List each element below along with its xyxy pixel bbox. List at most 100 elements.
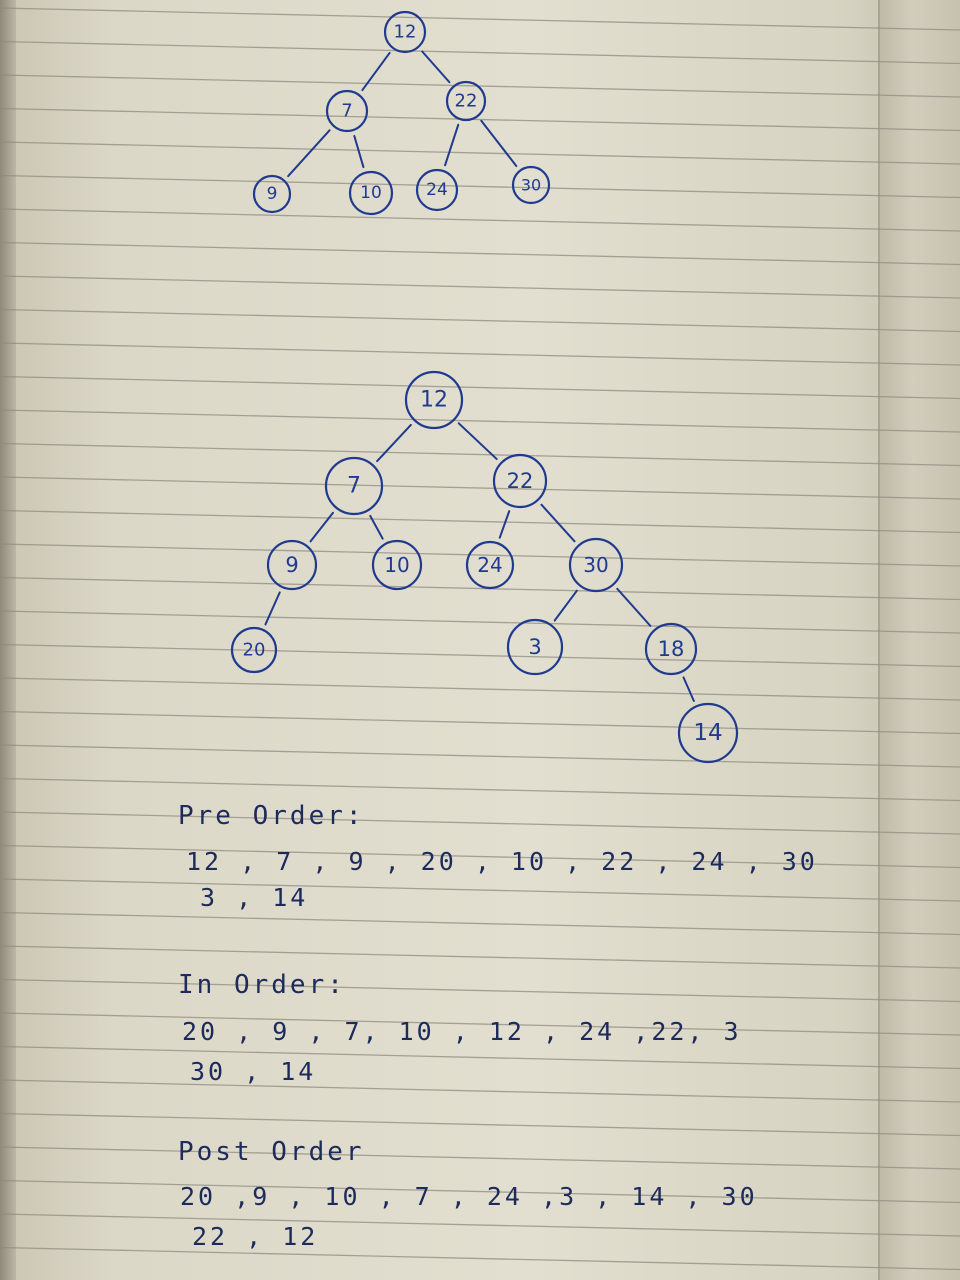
tree-node: 22	[445, 80, 487, 122]
ruled-line	[0, 442, 960, 467]
ruled-line	[0, 174, 960, 199]
svg-text:22: 22	[455, 91, 478, 112]
svg-text:7: 7	[347, 474, 361, 499]
tree-edge	[421, 50, 451, 84]
tree-edge	[444, 123, 460, 167]
tree-node: 7	[324, 456, 384, 516]
svg-text:12: 12	[420, 388, 448, 413]
ruled-line	[0, 308, 960, 333]
ruled-line	[0, 811, 960, 835]
tree-node: 12	[383, 10, 427, 54]
tree-edge	[616, 587, 652, 627]
post-order-line-1: 20 ,9 , 10 , 7 , 24 ,3 , 14 , 30	[180, 1182, 758, 1211]
tree-edge	[457, 422, 498, 461]
tree-edge	[498, 510, 511, 539]
svg-text:9: 9	[267, 184, 278, 204]
tree-edge	[553, 589, 578, 622]
ruled-line	[0, 1079, 960, 1103]
tree-node: 20	[230, 626, 278, 674]
ruled-line	[0, 878, 960, 902]
ruled-line	[0, 543, 960, 567]
pre-order-title: Pre Order:	[178, 801, 365, 831]
tree-edge	[309, 511, 335, 543]
large-binary-tree: 12 7 22 9 10 24 30 20 3 18 14	[230, 370, 739, 764]
tree-node: 24	[465, 540, 515, 590]
ruled-line	[0, 744, 960, 768]
ruled-line	[0, 7, 960, 31]
tree-node: 3	[506, 618, 564, 676]
svg-text:7: 7	[341, 101, 352, 122]
ruled-line	[0, 1246, 960, 1271]
pre-order-line-1: 12 , 7 , 9 , 20 , 10 , 22 , 24 , 30	[186, 847, 818, 876]
in-order-title: In Order:	[178, 970, 346, 1000]
tree-node: 30	[511, 165, 551, 205]
ruled-line	[0, 208, 960, 232]
post-order-title: Post Order	[178, 1137, 365, 1167]
tree-edge	[287, 129, 331, 178]
ruled-line	[0, 1146, 960, 1170]
ruled-line	[0, 643, 960, 668]
tree-edge	[480, 119, 518, 168]
tree-edge	[353, 134, 365, 169]
ruled-line	[0, 677, 960, 701]
ruled-line	[0, 945, 960, 969]
svg-text:30: 30	[583, 553, 608, 577]
ruled-line	[0, 777, 960, 802]
tree-edge	[369, 514, 384, 540]
tree-node: 7	[325, 89, 369, 133]
svg-text:24: 24	[426, 180, 448, 200]
ruled-line	[0, 107, 960, 132]
svg-text:24: 24	[477, 553, 502, 577]
ruled-line	[0, 844, 960, 869]
tree-edge	[264, 591, 281, 626]
in-order-line-2: 30 , 14	[190, 1057, 316, 1086]
tree-node: 24	[415, 168, 459, 212]
ruled-line	[0, 610, 960, 634]
svg-text:12: 12	[394, 22, 417, 43]
ruled-line	[0, 1045, 960, 1070]
tree-edge	[376, 423, 412, 463]
ruled-line	[0, 710, 960, 735]
small-binary-tree: 12 7 22 9 10 24 30	[252, 10, 551, 216]
ruled-line	[0, 911, 960, 936]
tree-node: 22	[492, 453, 548, 509]
tree-node: 10	[348, 170, 394, 216]
ruled-line	[0, 576, 960, 601]
tree-node: 9	[266, 539, 318, 591]
tree-edge	[682, 676, 695, 702]
ruled-line	[0, 74, 960, 98]
ruled-line	[0, 40, 960, 65]
tree-edge	[361, 51, 391, 92]
ruled-line	[0, 509, 960, 534]
post-order-line-2: 22 , 12	[192, 1222, 318, 1251]
ruled-line	[0, 275, 960, 299]
ruled-line	[0, 1112, 960, 1137]
svg-text:10: 10	[384, 553, 409, 577]
ruled-line	[0, 1179, 960, 1204]
svg-text:10: 10	[360, 183, 382, 203]
tree-node: 12	[404, 370, 464, 430]
svg-text:9: 9	[285, 553, 298, 577]
svg-text:22: 22	[507, 469, 534, 493]
tree-node: 30	[568, 537, 624, 593]
ruled-lines	[0, 7, 960, 1271]
ruled-line	[0, 241, 960, 266]
ruled-line	[0, 342, 960, 366]
ruled-line	[0, 1012, 960, 1036]
ruled-line	[0, 978, 960, 1003]
tree-edge	[540, 503, 576, 543]
ruled-line	[0, 476, 960, 500]
page-binding-edge	[0, 0, 16, 1280]
tree-node: 14	[677, 702, 739, 764]
ruled-line	[0, 409, 960, 433]
svg-text:3: 3	[528, 635, 541, 659]
svg-text:14: 14	[693, 720, 722, 746]
ruled-line	[0, 1213, 960, 1237]
tree-node: 10	[371, 539, 423, 591]
svg-text:18: 18	[658, 637, 685, 661]
in-order-line-1: 20 , 9 , 7, 10 , 12 , 24 ,22, 3	[182, 1017, 742, 1046]
traversal-notes: Pre Order: 12 , 7 , 9 , 20 , 10 , 22 , 2…	[178, 801, 818, 1251]
pre-order-line-2: 3 , 14	[200, 883, 308, 912]
